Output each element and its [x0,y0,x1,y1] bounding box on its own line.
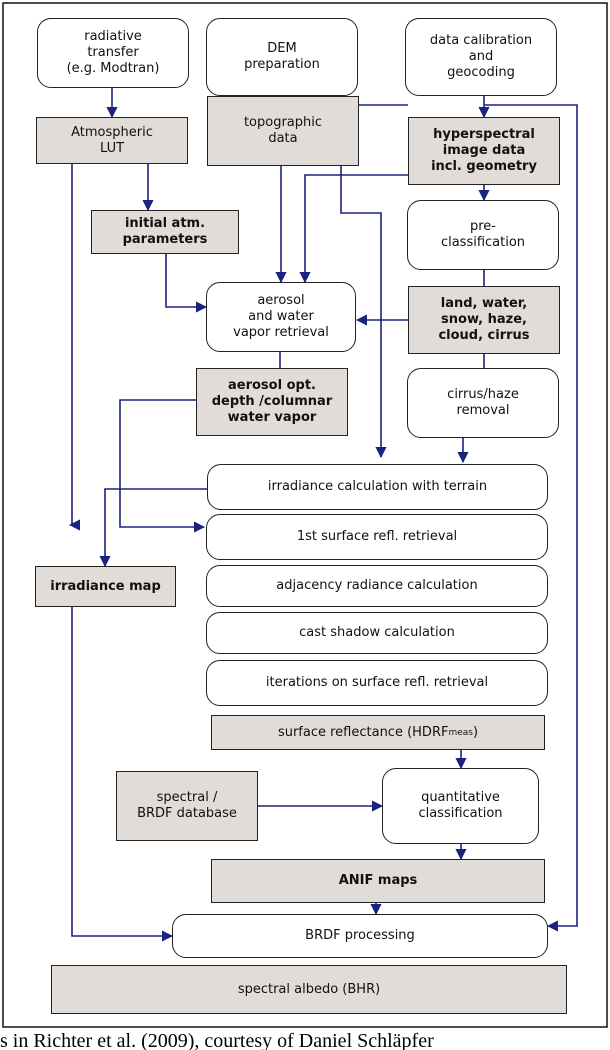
cast-shadow-box: cast shadow calculation [206,612,548,654]
iterations-box: iterations on surface refl. retrieval [206,660,548,706]
surface-reflectance-close: ) [472,724,479,740]
irradiance-calculation-box: irradiance calculation with terrain [207,464,548,510]
arrow-lut-to-irrmap [68,163,81,531]
line-calib-to-brdf [484,104,578,932]
spectral-brdf-database-box: spectral / BRDF database [116,771,258,841]
figure-caption: s in Richter et al. (2009), courtesy of … [0,1030,434,1050]
dem-preparation-box: DEM preparation [206,18,358,96]
spectral-albedo-box: spectral albedo (BHR) [51,965,567,1014]
first-surface-refl-box: 1st surface refl. retrieval [206,514,548,560]
surface-reflectance-label: surface reflectance (HDRF [277,724,449,740]
irradiance-map-box: irradiance map [35,566,176,607]
surface-reflectance-subscript: meas [448,727,473,738]
anif-maps-box: ANIF maps [211,859,545,903]
atmospheric-lut-box: Atmospheric LUT [36,117,188,164]
radiative-transfer-box: radiative transfer (e.g. Modtran) [37,18,189,88]
arrow-initatm-to-aerosol [165,253,208,313]
cirrus-haze-box: cirrus/haze removal [407,368,559,438]
brdf-processing-box: BRDF processing [172,914,548,958]
initial-atm-parameters-box: initial atm. parameters [91,210,239,254]
hyperspectral-image-box: hyperspectral image data incl. geometry [408,117,560,185]
quantitative-classification-box: quantitative classification [382,768,539,844]
arrow-hyper-to-aerosol [299,174,408,284]
aerosol-retrieval-box: aerosol and water vapor retrieval [206,282,356,352]
data-calibration-box: data calibration and geocoding [405,18,557,96]
arrow-irrmap-to-brdf [71,606,174,942]
adjacency-radiance-box: adjacency radiance calculation [206,565,548,607]
arrow-aod-to-1st [119,399,206,533]
aerosol-opt-depth-box: aerosol opt. depth /columnar water vapor [196,368,348,436]
arrow-topo-to-irradiance [340,166,387,459]
land-water-box: land, water, snow, haze, cloud, cirrus [408,286,560,354]
pre-classification-box: pre- classification [407,200,559,270]
topographic-data-box: topographic data [207,96,359,166]
arrow-irradiance-to-irrmap [99,488,207,568]
diagram-frame [2,2,608,1028]
